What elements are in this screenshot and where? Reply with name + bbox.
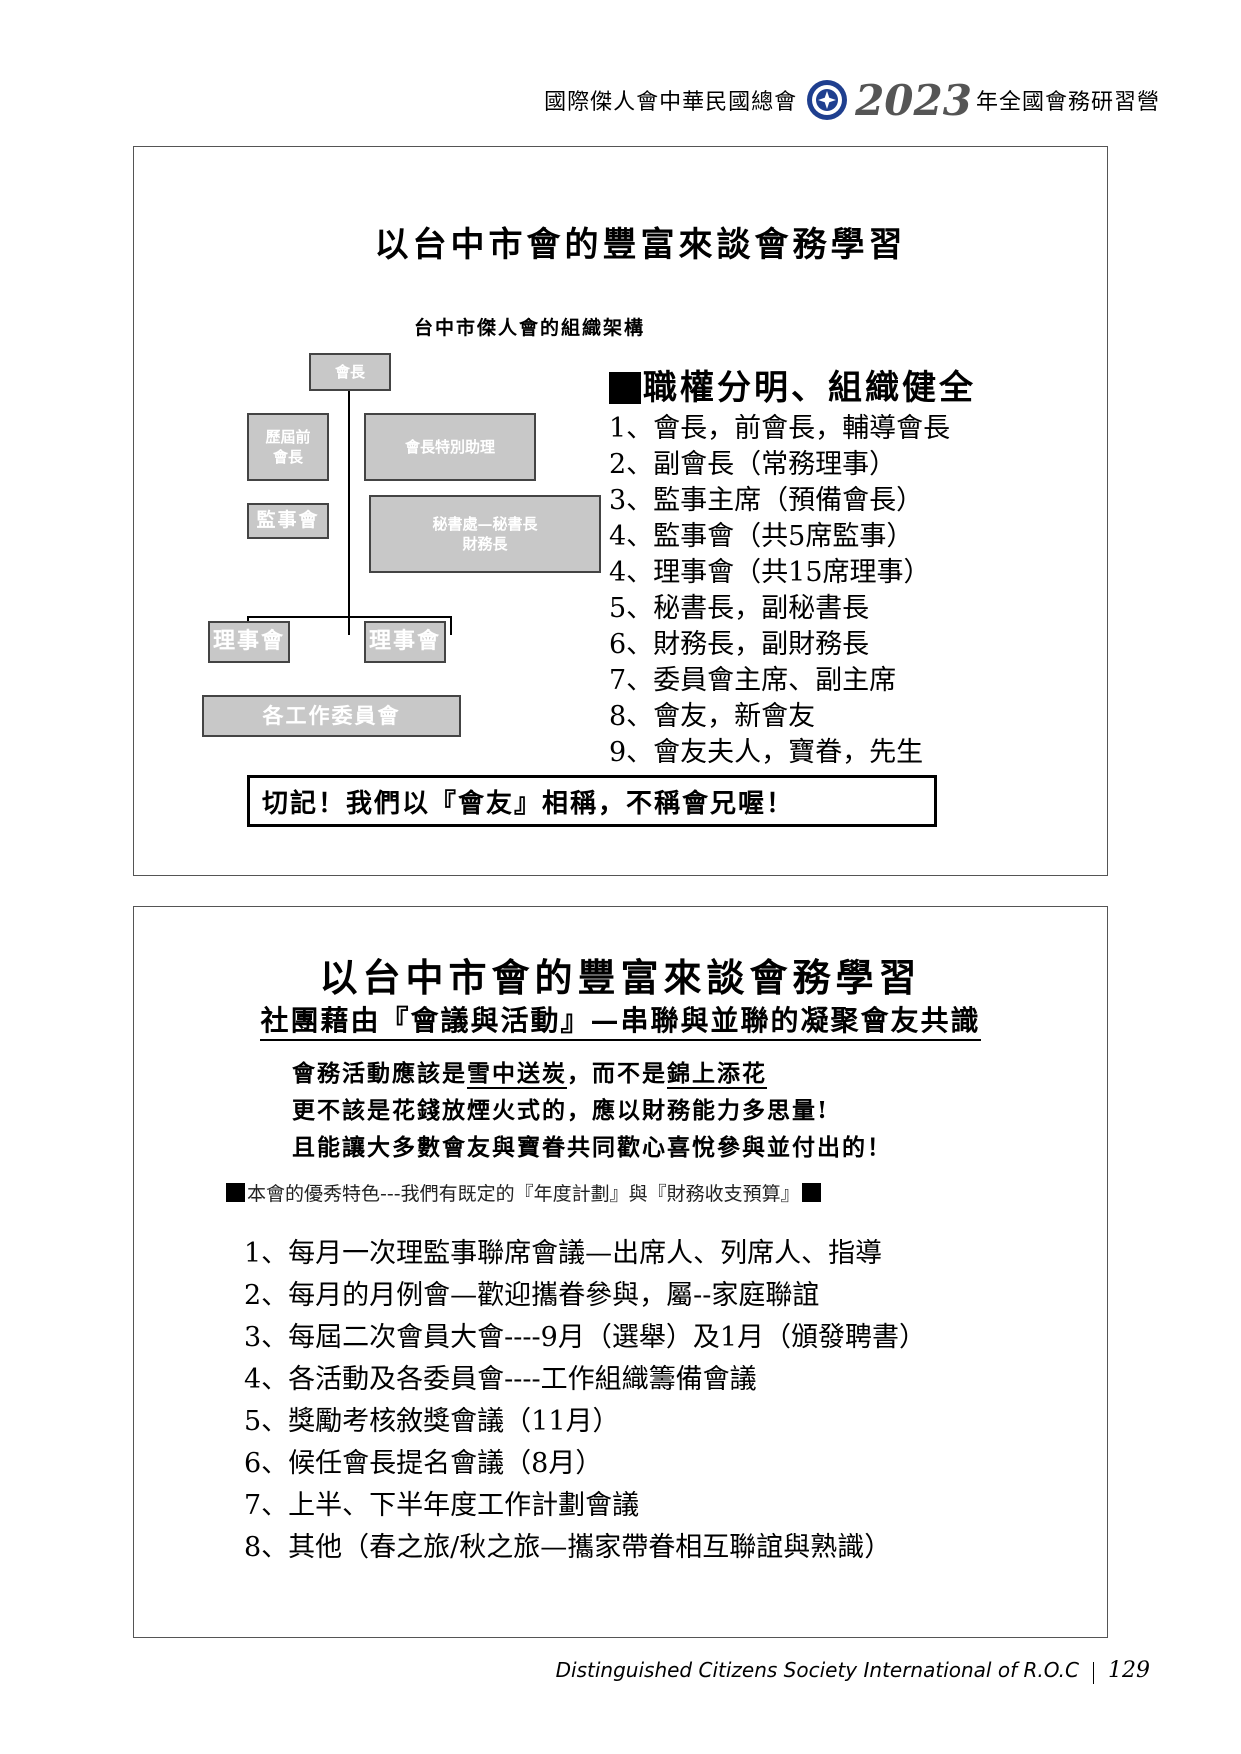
duty-item: 2、副會長（常務理事）: [609, 449, 897, 480]
black-square-icon: [226, 1183, 245, 1202]
slide1-title: 以台中市會的豐富來談會務學習: [374, 225, 907, 265]
duty-item: 8、會友，新會友: [609, 701, 816, 732]
slide2-subtitle-text: 社團藉由『會議與活動』—串聯與並聯的凝聚會友共識: [260, 1004, 981, 1041]
meeting-item: 2、每月的月例會—歡迎攜眷參與，屬--家庭聯誼: [244, 1280, 820, 1311]
remember-note: 切記！我們以『會友』相稱，不稱會兄喔！: [247, 775, 937, 827]
principle-line-1: 會務活動應該是雪中送炭，而不是錦上添花: [292, 1055, 892, 1092]
duty-item: 4、理事會（共15席理事）: [609, 557, 931, 588]
footer-society-name: Distinguished Citizens Society Internati…: [555, 1658, 1079, 1682]
meeting-item: 7、上半、下半年度工作計劃會議: [244, 1490, 640, 1521]
duty-item: 5、秘書長，副秘書長: [609, 593, 870, 624]
duties-list: 職權分明、組織健全 1、會長，前會長，輔導會長 2、副會長（常務理事） 3、監事…: [609, 365, 976, 771]
past-presidents-label-1: 歷屆前: [265, 427, 311, 446]
black-square-icon: [609, 372, 641, 404]
footer-separator: [1093, 1661, 1094, 1684]
principle-underlined: 錦上添花: [667, 1060, 767, 1089]
org-box-past-presidents: 歷屆前 會長: [247, 413, 329, 481]
header-event-name: 年全國會務研習營: [975, 90, 1160, 115]
dcsi-logo-icon: [807, 80, 848, 120]
features-text: 本會的優秀特色---我們有既定的『年度計劃』與『財務收支預算』: [247, 1183, 800, 1205]
org-box-president: 會長: [309, 353, 391, 391]
past-presidents-label-2: 會長: [272, 448, 303, 466]
org-box-supervisors: 監事會: [247, 503, 329, 539]
slide2-subtitle: 社團藉由『會議與活動』—串聯與並聯的凝聚會友共識: [134, 999, 1107, 1041]
page-header: 國際傑人會中華民國總會 2023 年全國會務研習營: [420, 70, 1160, 130]
slide2-title: 以台中市會的豐富來談會務學習: [319, 955, 922, 1000]
org-box-board-right: 理事會: [364, 621, 446, 663]
meeting-item: 3、每屆二次會員大會----9月（選舉）及1月（頒發聘書）: [244, 1322, 927, 1353]
principles-block: 會務活動應該是雪中送炭，而不是錦上添花 更不該是花錢放煙火式的，應以財務能力多思…: [292, 1055, 892, 1166]
duty-item: 6、財務長，副財務長: [609, 629, 870, 660]
principle-line-2: 更不該是花錢放煙火式的，應以財務能力多思量!: [292, 1097, 830, 1124]
duty-item: 4、監事會（共5席監事）: [609, 521, 914, 552]
principle-underlined: 雪中送炭: [467, 1060, 567, 1089]
slide1-subtitle: 台中市傑人會的組織架構: [414, 317, 646, 339]
meeting-item: 4、各活動及各委員會----工作組織籌備會議: [244, 1364, 757, 1395]
duty-item: 9、會友夫人，寶眷，先生: [609, 737, 924, 768]
features-line: 本會的優秀特色---我們有既定的『年度計劃』與『財務收支預算』: [224, 1179, 823, 1206]
duty-item: 3、監事主席（預備會長）: [609, 485, 924, 516]
secretariat-label-2: 財務長: [462, 535, 508, 553]
meeting-item: 5、獎勵考核敘獎會議（11月）: [244, 1406, 620, 1437]
black-square-icon: [801, 1183, 821, 1202]
org-chart-board-line: [247, 616, 452, 618]
header-year: 2023: [855, 75, 972, 125]
org-box-board-left: 理事會: [208, 621, 290, 663]
principle-line-3: 且能讓大多數會友與寶眷共同歡心喜悅參與並付出的！: [292, 1134, 892, 1161]
duties-heading-text: 職權分明、組織健全: [643, 368, 976, 408]
meeting-item: 6、候任會長提名會議（8月）: [244, 1448, 603, 1479]
duty-item: 7、委員會主席、副主席: [609, 665, 897, 696]
org-chart-trunk-line: [348, 387, 350, 635]
header-org-name: 國際傑人會中華民國總會: [544, 90, 798, 115]
meeting-item: 8、其他（春之旅/秋之旅—攜家帶眷相互聯誼與熟識）: [244, 1532, 892, 1563]
slide-meetings: 以台中市會的豐富來談會務學習 社團藉由『會議與活動』—串聯與並聯的凝聚會友共識 …: [133, 906, 1108, 1638]
page-footer: Distinguished Citizens Society Internati…: [500, 1658, 1150, 1684]
duty-item: 1、會長，前會長，輔導會長: [609, 413, 951, 444]
page-number: 129: [1108, 1658, 1150, 1683]
secretariat-label-1: 秘書處—秘書長: [432, 514, 538, 533]
duties-heading: 職權分明、組織健全: [609, 365, 976, 411]
meeting-item: 1、每月一次理監事聯席會議—出席人、列席人、指導: [244, 1238, 883, 1269]
meetings-list: 1、每月一次理監事聯席會議—出席人、列席人、指導 2、每月的月例會—歡迎攜眷參與…: [244, 1233, 926, 1569]
org-box-committees: 各工作委員會: [202, 695, 461, 737]
org-box-secretariat: 秘書處—秘書長 財務長: [369, 495, 601, 573]
principle-text: ，而不是: [567, 1060, 667, 1087]
org-chart-board-right-line: [450, 616, 452, 635]
principle-text: 會務活動應該是: [292, 1060, 467, 1087]
slide-organization: 以台中市會的豐富來談會務學習 台中市傑人會的組織架構 會長 歷屆前 會長 會長特…: [133, 146, 1108, 876]
org-box-special-assistant: 會長特別助理: [364, 413, 536, 481]
